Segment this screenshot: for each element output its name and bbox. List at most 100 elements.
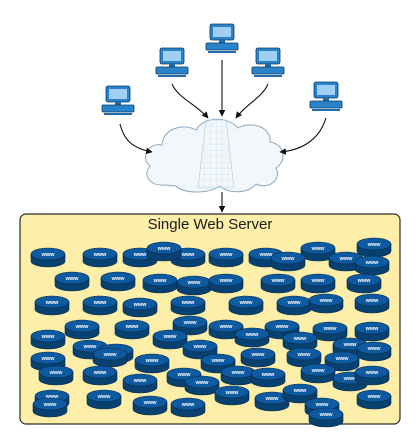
disk-label: www xyxy=(339,256,354,262)
www-disk: www xyxy=(30,247,66,268)
disk-label: www xyxy=(271,278,286,284)
disk-label: www xyxy=(225,390,240,396)
disk-label: www xyxy=(83,344,98,350)
disk-label: www xyxy=(219,324,234,330)
disk-label: www xyxy=(181,300,196,306)
disk-label: www xyxy=(49,370,64,376)
disk-label: www xyxy=(65,276,80,282)
disk-label: www xyxy=(181,402,196,408)
server-title: Single Web Server xyxy=(147,216,273,233)
disk-label: www xyxy=(323,326,338,332)
www-disk: www xyxy=(234,327,270,348)
www-disk: www xyxy=(312,321,348,342)
www-disk: www xyxy=(308,407,344,428)
disk-label: www xyxy=(43,402,58,408)
disk-label: www xyxy=(319,298,334,304)
disk-label: www xyxy=(367,346,382,352)
www-disk: www xyxy=(324,351,360,372)
disk-label: www xyxy=(367,394,382,400)
disk-label: www xyxy=(125,324,140,330)
disk-label: www xyxy=(193,344,208,350)
disks-group: www www www www www www www www www www www www www w… xyxy=(30,237,392,428)
disk-label: www xyxy=(177,372,192,378)
disk-label: www xyxy=(251,352,266,358)
disk-label: www xyxy=(293,388,308,394)
www-disk: www xyxy=(286,347,322,368)
www-disk: www xyxy=(114,319,150,340)
www-disk: www xyxy=(146,241,182,262)
disk-label: www xyxy=(181,252,196,258)
www-disk: www xyxy=(354,321,390,342)
www-disk: www xyxy=(214,385,250,406)
disk-label: www xyxy=(97,394,112,400)
www-disk: www xyxy=(250,367,286,388)
www-disk: www xyxy=(240,347,276,368)
internet-cloud xyxy=(145,118,284,193)
disk-label: www xyxy=(219,252,234,258)
disk-label: www xyxy=(93,300,108,306)
disk-label: www xyxy=(103,352,118,358)
www-disk: www xyxy=(34,295,70,316)
www-disk: www xyxy=(282,331,318,352)
client-computer-icon xyxy=(155,47,189,77)
disk-label: www xyxy=(41,334,56,340)
disk-label: www xyxy=(343,342,358,348)
www-disk: www xyxy=(86,389,122,410)
disk-label: www xyxy=(143,400,158,406)
www-disk: www xyxy=(300,363,336,384)
disk-label: www xyxy=(133,378,148,384)
www-disk: www xyxy=(30,329,66,350)
disk-label: www xyxy=(153,278,168,284)
www-disk: www xyxy=(354,293,390,314)
disk-label: www xyxy=(367,242,382,248)
arrows xyxy=(119,60,327,213)
www-disk: www xyxy=(300,241,336,262)
clients-group xyxy=(101,23,343,115)
www-disk: www xyxy=(356,341,392,362)
www-disk: www xyxy=(356,237,392,258)
disk-label: www xyxy=(45,394,60,400)
disk-label: www xyxy=(133,302,148,308)
www-disk: www xyxy=(328,251,364,272)
disk-label: www xyxy=(93,252,108,258)
www-disk: www xyxy=(260,273,296,294)
www-disk: www xyxy=(170,295,206,316)
disk-label: www xyxy=(365,260,380,266)
disk-label: www xyxy=(365,298,380,304)
disk-label: www xyxy=(311,278,326,284)
disk-label: www xyxy=(93,370,108,376)
www-disk: www xyxy=(228,295,264,316)
www-disk: www xyxy=(354,365,390,386)
disk-label: www xyxy=(239,300,254,306)
www-disk: www xyxy=(122,297,158,318)
www-disk: www xyxy=(134,353,170,374)
www-disk: www xyxy=(152,329,188,350)
disk-label: www xyxy=(133,252,148,258)
disk-label: www xyxy=(297,352,312,358)
www-disk: www xyxy=(282,383,318,404)
www-disk: www xyxy=(208,319,244,340)
client-computer-icon xyxy=(251,47,285,77)
disk-label: www xyxy=(145,358,160,364)
www-disk: www xyxy=(176,275,212,296)
disk-label: www xyxy=(343,376,358,382)
www-disk: www xyxy=(38,365,74,386)
www-disk: www xyxy=(82,365,118,386)
www-disk: www xyxy=(220,365,256,386)
www-disk: www xyxy=(92,347,128,368)
disk-label: www xyxy=(219,278,234,284)
disk-label: www xyxy=(365,326,380,332)
www-disk: www xyxy=(346,273,382,294)
www-disk: www xyxy=(54,271,90,292)
www-disk: www xyxy=(354,255,390,276)
www-disk: www xyxy=(170,397,206,418)
disk-label: www xyxy=(357,278,372,284)
www-disk: www xyxy=(132,395,168,416)
www-disk: www xyxy=(100,271,136,292)
disk-label: www xyxy=(245,332,260,338)
disk-label: www xyxy=(211,358,226,364)
disk-label: www xyxy=(275,324,290,330)
disk-label: www xyxy=(315,402,330,408)
disk-label: www xyxy=(187,280,202,286)
